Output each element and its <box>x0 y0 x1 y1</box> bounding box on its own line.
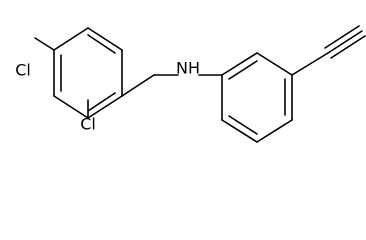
bond-ethynyl-base <box>291 52 329 76</box>
bond-right-ring-double-3 <box>228 115 258 135</box>
bond-left-ring-double-2 <box>87 92 116 112</box>
bond-cl-top <box>34 37 55 51</box>
bond-benzyl-ch2 <box>121 74 155 97</box>
bond-left-ring-double-3 <box>87 34 116 54</box>
bond-left-ring-2 <box>53 95 89 119</box>
bond-ethynyl-triple-upper <box>324 25 360 49</box>
molecule-diagram: Cl Cl NH <box>15 25 366 143</box>
bond-right-ring-double-1 <box>228 60 258 80</box>
molecule-structure: Cl Cl NH <box>15 25 366 143</box>
bond-right-ring-1 <box>221 52 258 76</box>
bond-left-ring-5 <box>87 27 123 51</box>
bond-right-ring-2 <box>256 52 293 76</box>
bond-right-ring-4 <box>256 119 293 143</box>
left-benzene-ring <box>53 27 123 119</box>
atom-cl-top: Cl <box>15 61 31 80</box>
bond-left-ring-6 <box>53 27 89 51</box>
bond-ethynyl-triple-lower <box>330 35 366 59</box>
atom-nh: NH <box>176 59 200 78</box>
right-benzene-ring <box>221 52 293 143</box>
atom-cl-bottom: Cl <box>80 115 96 134</box>
bond-right-ring-5 <box>221 119 258 143</box>
bond-left-ring-3 <box>87 95 123 119</box>
bond-ethynyl-triple-center <box>327 30 363 54</box>
